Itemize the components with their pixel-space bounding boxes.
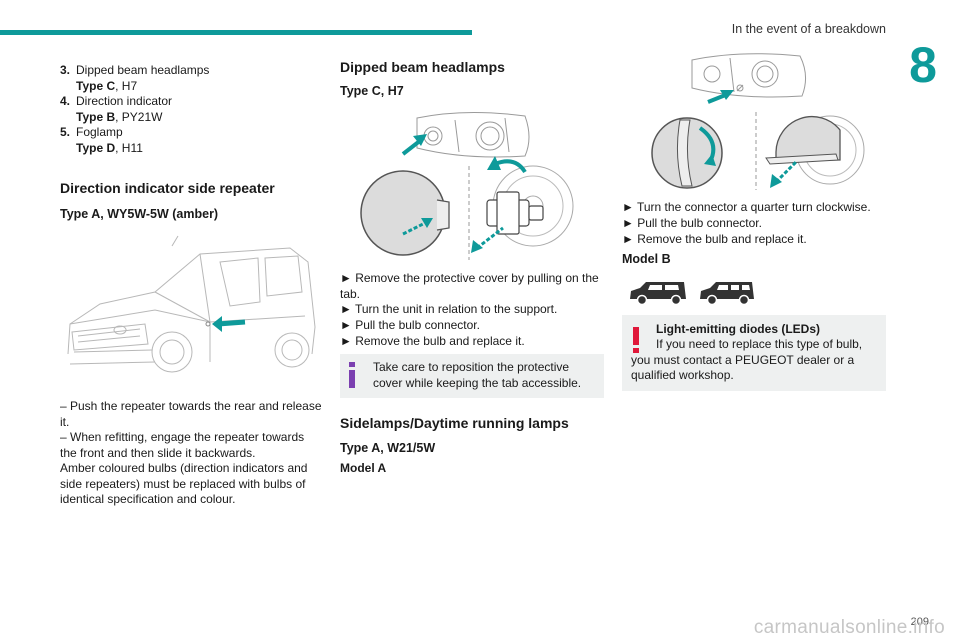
van-long-icon bbox=[700, 282, 754, 305]
sidelamp-step: ► Turn the connector a quarter turn cloc… bbox=[622, 200, 871, 214]
page-number: 209 bbox=[910, 616, 929, 628]
info-box: Take care to reposition the protective c… bbox=[340, 354, 604, 398]
model-a-label: Model A bbox=[340, 461, 387, 475]
list-item: 4.Direction indicator bbox=[60, 94, 173, 108]
info-text: Take care to reposition the protective c… bbox=[373, 360, 582, 390]
list-item: 5.Foglamp bbox=[60, 125, 123, 139]
repeater-step: – Push the repeater towards the rear and… bbox=[60, 399, 322, 429]
warning-box: Light-emitting diodes (LEDs) If you need… bbox=[622, 315, 886, 391]
sidelamp-step: ► Pull the bulb connector. bbox=[622, 216, 762, 230]
list-item: 3.Dipped beam headlamps bbox=[60, 63, 210, 77]
page-header-title: In the event of a breakdown bbox=[731, 22, 886, 36]
repeater-heading: Direction indicator side repeater bbox=[60, 180, 275, 196]
sidelamps-type: Type A, W21/5W bbox=[340, 441, 436, 455]
dipped-step: ► Remove the bulb and replace it. bbox=[340, 334, 525, 348]
chapter-number: 8 bbox=[909, 37, 937, 93]
sidelamp-step: ► Remove the bulb and replace it. bbox=[622, 232, 807, 246]
info-icon bbox=[349, 362, 355, 388]
list-item-type: Type B, PY21W bbox=[76, 109, 163, 124]
sidelamps-heading: Sidelamps/Daytime running lamps bbox=[340, 415, 569, 431]
dipped-step: ► Pull the bulb connector. bbox=[340, 318, 480, 332]
header-accent-bar bbox=[0, 30, 472, 35]
repeater-note: Amber coloured bulbs (direction indicato… bbox=[60, 461, 308, 506]
bulb-list: 3.Dipped beam headlamps Type C, H7 4.Dir… bbox=[60, 63, 209, 156]
dipped-beam-illustration bbox=[360, 111, 574, 260]
van-side-repeater-illustration bbox=[67, 235, 316, 373]
dipped-type: Type C, H7 bbox=[340, 84, 404, 98]
dipped-step: ► Turn the unit in relation to the suppo… bbox=[340, 302, 558, 316]
warning-text: If you need to replace this type of bulb… bbox=[631, 337, 863, 382]
repeater-type: Type A, WY5W-5W (amber) bbox=[60, 207, 219, 221]
list-item-type: Type C, H7 bbox=[76, 78, 138, 93]
watermark: carmanualsonline.info bbox=[753, 617, 945, 638]
dipped-step: ► Remove the protective cover by pulling… bbox=[340, 271, 599, 301]
warning-title: Light-emitting diodes (LEDs) bbox=[656, 322, 820, 336]
dipped-heading: Dipped beam headlamps bbox=[340, 59, 505, 75]
list-item-type: Type D, H11 bbox=[76, 140, 143, 155]
repeater-step: – When refitting, engage the repeater to… bbox=[60, 430, 305, 460]
warning-icon bbox=[633, 327, 639, 353]
model-b-label: Model B bbox=[622, 252, 671, 266]
sidelamp-illustration bbox=[651, 53, 865, 190]
van-short-icon bbox=[630, 282, 686, 305]
